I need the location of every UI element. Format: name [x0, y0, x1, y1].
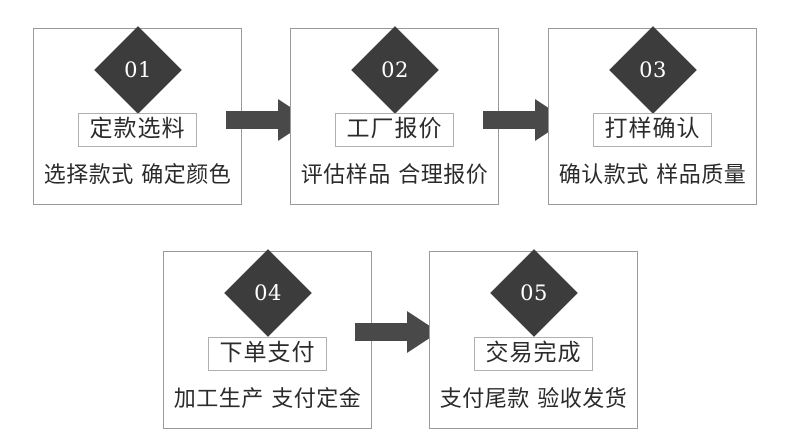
step-title-01[interactable]: 定款选料: [78, 113, 197, 147]
step-subtitle-03: 确认款式 样品质量: [558, 163, 747, 188]
step-title-05[interactable]: 交易完成: [474, 337, 593, 371]
step-subtitle-05: 支付尾款 验收发货: [439, 387, 628, 412]
step-title-04[interactable]: 下单支付: [208, 337, 327, 371]
step-subtitle-02: 评估样品 合理报价: [300, 163, 489, 188]
step-title-03[interactable]: 打样确认: [593, 113, 712, 147]
step-subtitle-01: 选择款式 确定颜色: [43, 163, 232, 188]
arrow-step1-to-step2: [226, 98, 310, 142]
arrow-step4-to-step5: [355, 310, 439, 354]
step-subtitle-04: 加工生产 支付定金: [173, 387, 362, 412]
arrow-step2-to-step3: [483, 98, 567, 142]
step-title-02[interactable]: 工厂报价: [335, 113, 454, 147]
